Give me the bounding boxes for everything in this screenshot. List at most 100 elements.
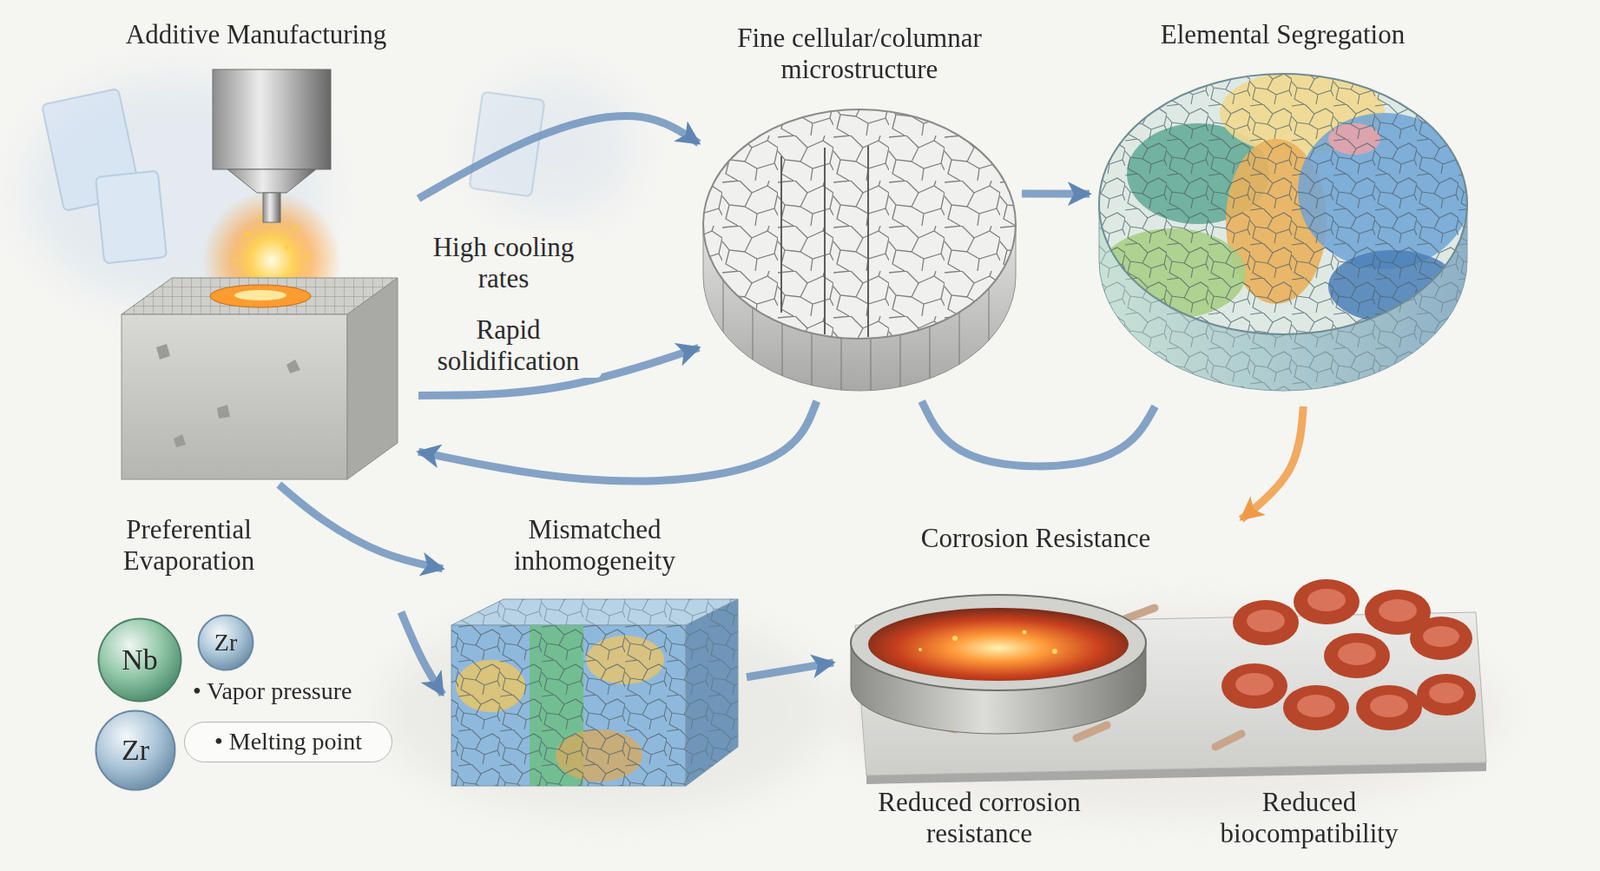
cell-rim: [1232, 599, 1299, 646]
cell-rim: [1323, 632, 1390, 679]
disc-rim: [703, 109, 1016, 339]
bone: [1076, 724, 1107, 738]
blood-cells: [1221, 579, 1476, 731]
blood-cell: [1293, 579, 1360, 625]
segregation-patches: [1093, 69, 1476, 339]
text-holder: Reduced corrosion resistance: [849, 786, 1110, 849]
nozzle-tip: [263, 192, 281, 223]
cell-center: [1369, 694, 1409, 718]
edge-label: High cooling rates: [416, 230, 591, 296]
element-symbol: Nb: [121, 642, 159, 677]
text-holder: Nb: [97, 617, 183, 703]
flow-arrow: [1021, 190, 1090, 198]
flow-arrow: [746, 662, 834, 678]
text-holder: Rapid solidification: [414, 312, 602, 378]
ember: [918, 647, 922, 652]
element-sphere: [98, 618, 182, 702]
text-holder: Elemental Segregation: [1089, 19, 1476, 51]
cellular-grains: [698, 104, 1021, 348]
segregation-disc: Elemental Segregation: [1089, 15, 1478, 407]
cell-center: [1422, 625, 1460, 647]
cell-center: [1428, 682, 1464, 704]
text-holder: Preferential Evaporation: [86, 513, 291, 576]
node-heading: Elemental Segregation: [1089, 19, 1476, 51]
cell-rim: [1409, 616, 1473, 660]
flow-arrow: [418, 347, 699, 396]
cell-center: [1246, 609, 1285, 633]
cell-center: [1337, 642, 1377, 666]
node-heading: Corrosion Resistance: [862, 522, 1210, 554]
blood-cell: [1416, 673, 1476, 716]
cell-center: [1307, 588, 1346, 612]
element-circle: Nb: [97, 617, 183, 703]
blood-cell: [1356, 684, 1423, 731]
segregated-grains: [1093, 69, 1476, 339]
dish-rim: [850, 594, 1146, 691]
spark: [293, 225, 298, 231]
corroding-melt: [868, 607, 1129, 681]
element-symbol: Zr: [121, 732, 150, 767]
effect-caption: Reduced biocompatibility: [1196, 786, 1423, 849]
spark: [305, 253, 311, 259]
spark: [258, 215, 263, 219]
speckle: [173, 434, 186, 448]
cube-front: [121, 314, 348, 480]
embers: [918, 630, 1058, 655]
flow-arrow: [418, 401, 817, 481]
text-holder: Zr: [197, 613, 255, 672]
disc-rim: [1099, 73, 1468, 335]
microstructure-disc-art: [698, 104, 1021, 391]
wash: [842, 607, 1502, 817]
evaporation-group: Preferential EvaporationNbZrZr• Melting …: [86, 512, 402, 799]
element-circle: Zr: [197, 613, 255, 672]
corrosion-scene: Corrosion ResistanceReduced corrosion re…: [833, 519, 1494, 851]
blood-cell: [1232, 599, 1299, 646]
block-side: [685, 599, 738, 786]
connectors: [278, 115, 1304, 694]
melt-pool-core: [234, 289, 287, 301]
node-heading: Preferential Evaporation: [86, 513, 291, 576]
node-heading: Fine cellular/columnar microstructure: [698, 22, 1021, 85]
ember: [952, 635, 958, 641]
spark: [232, 258, 237, 263]
blood-cell: [1409, 616, 1473, 660]
cell-rim: [1416, 673, 1476, 716]
text-holder: High cooling rates: [416, 230, 591, 296]
sheet: [95, 171, 167, 264]
microstructure-disc: Fine cellular/columnar microstructure: [698, 19, 1022, 402]
property-pill: • Melting point: [184, 721, 393, 763]
spark: [244, 231, 251, 238]
text-holder: Corrosion Resistance: [862, 522, 1210, 554]
text-holder: Mismatched inhomogeneity: [481, 513, 708, 576]
block-side-grains: [685, 599, 738, 786]
text-holder: Fine cellular/columnar microstructure: [698, 22, 1021, 85]
ember: [1052, 648, 1058, 654]
block-front: [451, 625, 686, 786]
cell-rim: [1283, 684, 1350, 731]
blood-cell: [1323, 632, 1390, 679]
flow-arrow: [401, 612, 443, 695]
sparks: [232, 215, 311, 263]
columnar-cut: [781, 145, 869, 337]
wash: [381, 607, 834, 817]
edge-label: Rapid solidification: [414, 312, 602, 378]
cell-center: [1297, 694, 1336, 718]
text-holder: Reduced biocompatibility: [1196, 786, 1423, 849]
block-patches: [451, 625, 686, 786]
cube-side: [347, 277, 398, 480]
flow-arrow: [1241, 406, 1304, 520]
element-circle: Zr: [94, 709, 177, 791]
node-heading: Additive Manufacturing: [95, 19, 417, 51]
printer-illustration: [121, 69, 398, 480]
effect-caption: Reduced corrosion resistance: [849, 786, 1110, 849]
nozzle-body: [212, 69, 331, 170]
melt-pool: [210, 284, 311, 308]
text-holder: • Melting point: [184, 722, 392, 762]
spark: [284, 245, 289, 250]
flow-arrow: [921, 401, 1156, 467]
speckle: [286, 359, 301, 374]
cell-rim: [1293, 579, 1360, 625]
node-heading: Mismatched inhomogeneity: [481, 513, 708, 576]
sheet: [469, 92, 546, 198]
property-label: • Vapor pressure: [192, 677, 402, 705]
